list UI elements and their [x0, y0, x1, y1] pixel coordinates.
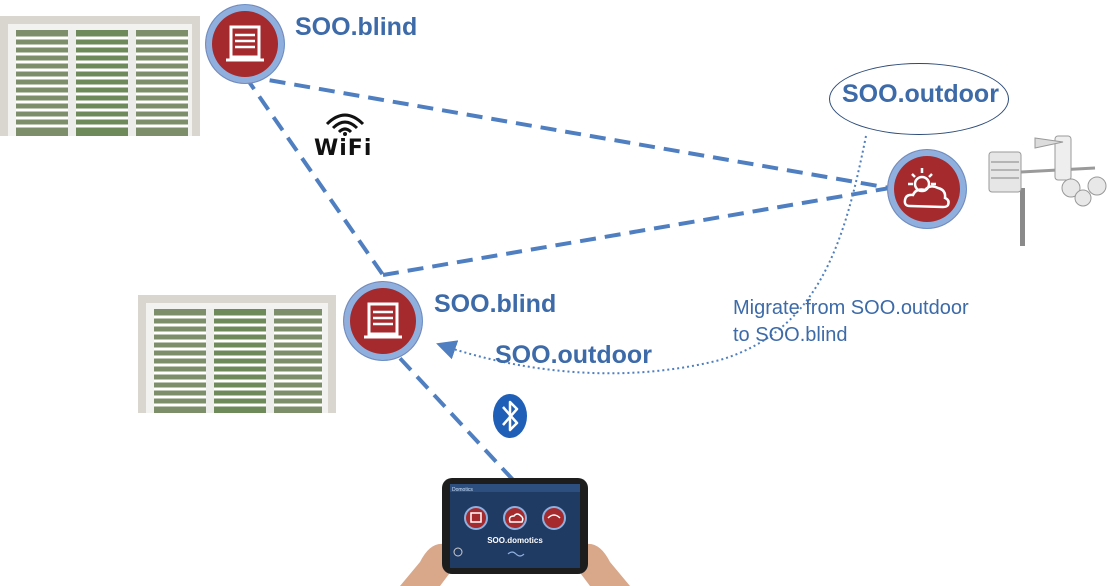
outdoor-migrated-label: SOO.outdoor: [495, 341, 652, 370]
window-blind-photo-top: [0, 16, 200, 136]
blind-icon: [344, 282, 422, 360]
bluetooth-icon: [492, 393, 528, 444]
weather-icon: [888, 150, 966, 228]
blind-node-top[interactable]: [206, 5, 284, 83]
tablet-header-text: Domotics: [452, 487, 473, 493]
migrate-note-line1: Migrate from SOO.outdoor: [733, 295, 969, 322]
outdoor-node[interactable]: [888, 150, 966, 228]
tablet-blind-icon: [465, 507, 487, 529]
tablet-wifi-icon: [543, 507, 565, 529]
window-blind-photo-bottom: [138, 295, 336, 413]
blind-icon: [206, 5, 284, 83]
wifi-text: WiFi: [314, 136, 372, 161]
blind-node-bottom[interactable]: [344, 282, 422, 360]
migrate-note: Migrate from SOO.outdoor to SOO.blind: [733, 295, 969, 349]
tablet: SOO.domotics Domotics: [400, 470, 640, 586]
wifi-link-bottom-to-outdoor: [383, 188, 890, 275]
blind-label-top: SOO.blind: [295, 13, 417, 42]
weather-station-photo: [985, 128, 1113, 248]
outdoor-label: SOO.outdoor: [842, 80, 999, 109]
wifi-link-top-to-bottom: [245, 76, 383, 275]
tablet-app-title: SOO.domotics: [487, 536, 543, 545]
blind-label-bottom: SOO.blind: [434, 290, 556, 319]
migrate-note-line2: to SOO.blind: [733, 322, 969, 349]
